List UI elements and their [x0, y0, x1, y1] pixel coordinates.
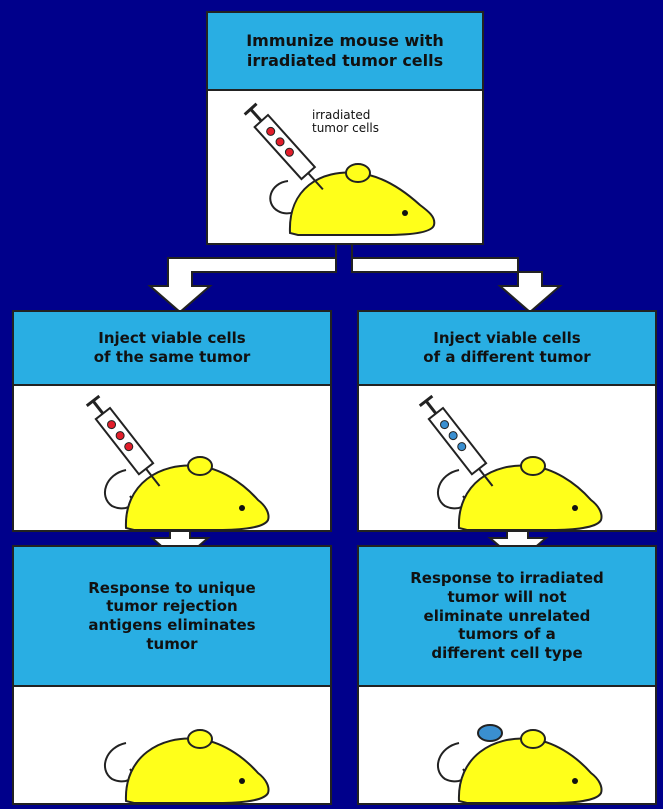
inject-different-panel: Inject viable cells of a different tumor — [357, 310, 657, 532]
immunize-header: Immunize mouse with irradiated tumor cel… — [208, 13, 482, 91]
result-same-panel: Response to unique tumor rejection antig… — [12, 545, 332, 805]
mouse-icon — [208, 93, 486, 243]
mouse-icon — [359, 388, 659, 534]
result-same-header: Response to unique tumor rejection antig… — [14, 547, 330, 687]
tumor-icon — [478, 725, 502, 741]
mouse-icon — [14, 388, 334, 534]
result-different-header: Response to irradiated tumor will not el… — [359, 547, 655, 687]
mouse-icon — [359, 689, 659, 809]
result-different-panel: Response to irradiated tumor will not el… — [357, 545, 657, 805]
inject-same-panel: Inject viable cells of the same tumor — [12, 310, 332, 532]
inject-different-header: Inject viable cells of a different tumor — [359, 312, 655, 386]
mouse-icon — [14, 689, 334, 809]
inject-same-header: Inject viable cells of the same tumor — [14, 312, 330, 386]
immunize-panel: Immunize mouse with irradiated tumor cel… — [206, 11, 484, 245]
arrow-down-icon — [150, 244, 336, 312]
arrow-down-icon — [352, 244, 560, 312]
